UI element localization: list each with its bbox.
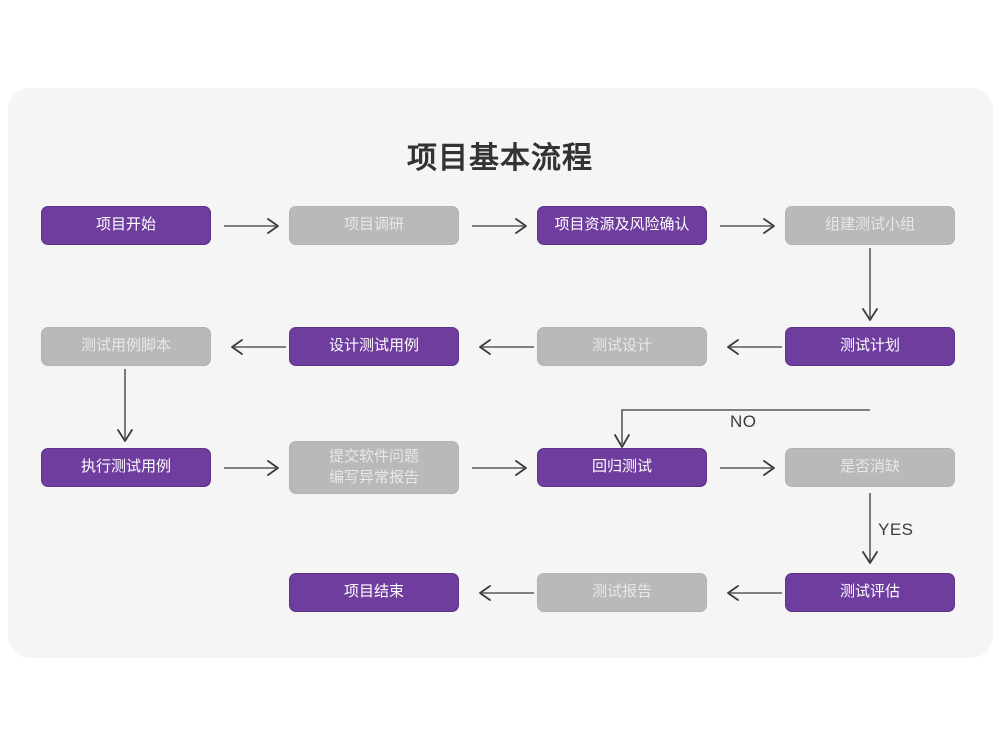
- arrow-execute-to-submit: [224, 458, 286, 478]
- node-test-design[interactable]: 测试设计: [537, 327, 707, 366]
- node-test-case-script[interactable]: 测试用例脚本: [41, 327, 211, 366]
- arrow-script-to-execute: [117, 369, 137, 447]
- edge-label-no: NO: [730, 412, 757, 431]
- node-design-test-case[interactable]: 设计测试用例: [289, 327, 459, 366]
- node-project-start[interactable]: 项目开始: [41, 206, 211, 245]
- node-execute-test-case[interactable]: 执行测试用例: [41, 448, 211, 487]
- node-test-report[interactable]: 测试报告: [537, 573, 707, 612]
- flowchart-card: [8, 88, 993, 658]
- node-regression-test[interactable]: 回归测试: [537, 448, 707, 487]
- arrow-team-to-test-plan: [862, 248, 882, 326]
- node-project-research[interactable]: 项目调研: [289, 206, 459, 245]
- arrow-yes-to-evaluation: [862, 493, 882, 571]
- arrow-research-to-resource: [472, 216, 534, 236]
- arrow-submit-to-regression: [472, 458, 534, 478]
- node-defect-cleared[interactable]: 是否消缺: [785, 448, 955, 487]
- arrow-resource-to-team: [720, 216, 782, 236]
- arrow-plan-to-testdesign: [720, 337, 782, 357]
- node-project-end[interactable]: 项目结束: [289, 573, 459, 612]
- arrow-start-to-research: [224, 216, 286, 236]
- arrow-report-to-end: [472, 583, 534, 603]
- arrow-no-loop-back: [614, 408, 879, 454]
- edge-label-yes: YES: [878, 520, 914, 539]
- node-submit-issue-report[interactable]: 提交软件问题 编写异常报告: [289, 441, 459, 494]
- page-title: 项目基本流程: [407, 142, 593, 175]
- arrow-regression-to-defect: [720, 458, 782, 478]
- node-test-evaluation[interactable]: 测试评估: [785, 573, 955, 612]
- arrow-evaluation-to-report: [720, 583, 782, 603]
- node-test-plan[interactable]: 测试计划: [785, 327, 955, 366]
- arrow-testdesign-to-design: [472, 337, 534, 357]
- node-resource-risk-confirm[interactable]: 项目资源及风险确认: [537, 206, 707, 245]
- node-build-test-team[interactable]: 组建测试小组: [785, 206, 955, 245]
- arrow-design-to-script: [224, 337, 286, 357]
